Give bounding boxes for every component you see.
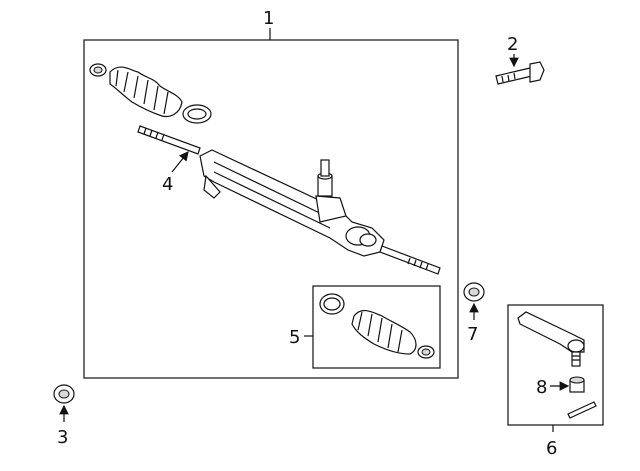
inner-tie-rod-icon[interactable] — [137, 125, 201, 155]
mounting-bolt-icon[interactable] — [495, 61, 545, 85]
callout-2[interactable]: 2 — [507, 34, 518, 55]
callout-3[interactable]: 3 — [57, 427, 68, 448]
mount-bushing-icon[interactable] — [53, 384, 75, 404]
callout-7[interactable]: 7 — [467, 324, 478, 345]
callout-6[interactable]: 6 — [546, 438, 557, 459]
boot-kit-frame — [312, 285, 441, 369]
mount-bushing-icon[interactable] — [463, 282, 485, 302]
callout-5[interactable]: 5 — [289, 327, 300, 348]
cotter-pin-icon[interactable] — [567, 401, 597, 419]
rack-boot-icon[interactable] — [89, 63, 212, 124]
outer-tie-rod-end-icon[interactable] — [517, 311, 585, 367]
callout-4[interactable]: 4 — [162, 174, 173, 195]
outer-tie-rod-frame — [507, 304, 604, 426]
callout-4-leader — [171, 151, 189, 173]
callout-1[interactable]: 1 — [263, 8, 274, 29]
callout-8[interactable]: 8 — [536, 377, 547, 398]
steering-gear-assembly-icon[interactable] — [199, 149, 441, 275]
rack-boot-kit-icon[interactable] — [319, 293, 435, 359]
steering-gear-frame — [83, 39, 459, 379]
castle-nut-icon[interactable] — [569, 376, 585, 393]
